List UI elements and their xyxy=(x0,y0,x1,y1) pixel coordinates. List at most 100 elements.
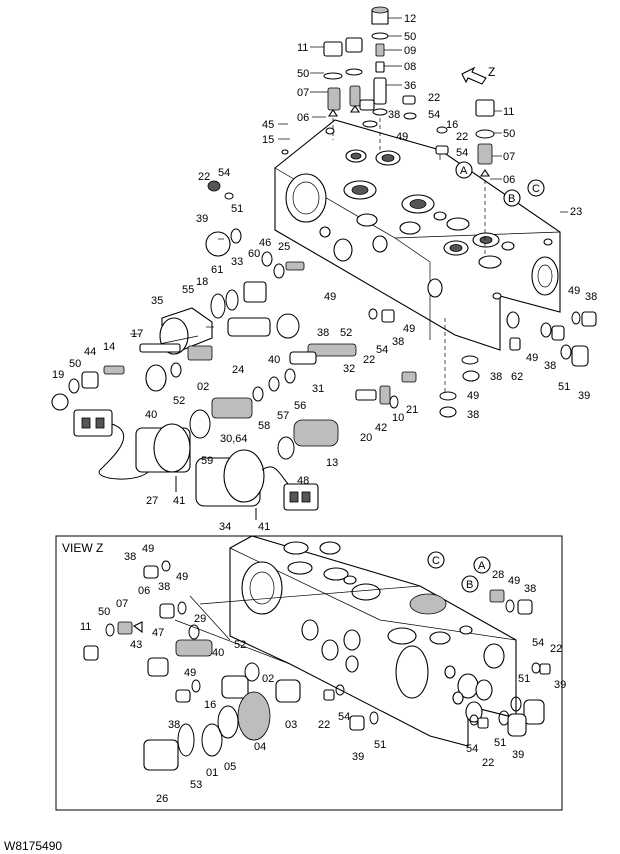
label-p22c: 22 xyxy=(198,171,210,183)
vlabel-v49d: 49 xyxy=(508,575,520,587)
label-p33: 33 xyxy=(231,256,243,268)
label-p35: 35 xyxy=(151,295,163,307)
label-p12: 12 xyxy=(404,13,416,25)
label-p55: 55 xyxy=(182,284,194,296)
label-p25: 25 xyxy=(278,241,290,253)
view-labels: VIEW Z 38 49 38 49 06 50 07 11 47 29 43 … xyxy=(62,541,566,805)
label-p45: 45 xyxy=(262,119,274,131)
vlabel-v29: 29 xyxy=(194,613,206,625)
label-p19: 19 xyxy=(52,369,64,381)
label-p22b: 22 xyxy=(456,131,468,143)
marker-c-text: C xyxy=(532,183,540,195)
vlabel-v28: 28 xyxy=(492,569,504,581)
label-p39a: 39 xyxy=(196,213,208,225)
label-p49e: 49 xyxy=(526,352,538,364)
vlabel-v16: 16 xyxy=(204,699,216,711)
vlabel-v01: 01 xyxy=(206,767,218,779)
marker-b-text: B xyxy=(508,193,515,205)
label-p49f: 49 xyxy=(467,390,479,402)
vlabel-v52: 52 xyxy=(234,639,246,651)
vlabel-v49b: 49 xyxy=(176,571,188,583)
label-p39b: 39 xyxy=(578,390,590,402)
label-p52a: 52 xyxy=(340,327,352,339)
label-p38b: 38 xyxy=(585,291,597,303)
label-p54d: 54 xyxy=(376,344,388,356)
label-p24: 24 xyxy=(232,364,244,376)
main-leader-lines xyxy=(130,17,568,335)
vlabel-v02: 02 xyxy=(262,673,274,685)
label-p60: 60 xyxy=(248,248,260,260)
direction-arrow xyxy=(461,66,487,85)
label-p07a: 07 xyxy=(297,87,309,99)
label-p48: 48 xyxy=(297,475,309,487)
label-p15: 15 xyxy=(262,134,274,146)
view-marker-c-text: C xyxy=(432,555,440,567)
label-p13: 13 xyxy=(326,457,338,469)
label-p49c: 49 xyxy=(324,291,336,303)
label-p49a: 49 xyxy=(396,131,408,143)
solenoid-assemblies xyxy=(73,409,319,520)
vlabel-v04: 04 xyxy=(254,741,266,753)
label-p40b: 40 xyxy=(145,409,157,421)
vlabel-v39b: 39 xyxy=(554,679,566,691)
vlabel-v39a: 39 xyxy=(352,751,364,763)
view-marker-a-text: A xyxy=(478,560,486,572)
label-p02: 02 xyxy=(197,381,209,393)
vlabel-v54a: 54 xyxy=(338,711,350,723)
valve-block xyxy=(274,119,561,351)
label-p08: 08 xyxy=(404,61,416,73)
view-z-leader-lines xyxy=(174,585,421,665)
label-p57: 57 xyxy=(277,410,289,422)
vlabel-v53: 53 xyxy=(190,779,202,791)
top-stack xyxy=(362,6,389,150)
vlabel-v51c: 51 xyxy=(494,737,506,749)
vlabel-v22a: 22 xyxy=(318,719,330,731)
label-p50a: 50 xyxy=(404,31,416,43)
label-p49b: 49 xyxy=(568,285,580,297)
label-p21: 21 xyxy=(406,404,418,416)
vlabel-v50: 50 xyxy=(98,606,110,618)
view-z-panel xyxy=(55,535,563,811)
label-p49d: 49 xyxy=(403,323,415,335)
label-p50c: 50 xyxy=(503,128,515,140)
label-p16a: 16 xyxy=(446,119,458,131)
label-p06a: 06 xyxy=(297,112,309,124)
label-p44: 44 xyxy=(84,346,96,358)
right-side-parts xyxy=(368,308,597,418)
vlabel-v03: 03 xyxy=(285,719,297,731)
label-p11b: 11 xyxy=(503,106,514,118)
main-exploded-view xyxy=(51,6,597,520)
label-p38a: 38 xyxy=(388,109,400,121)
vlabel-v49a: 49 xyxy=(142,543,154,555)
label-p38d: 38 xyxy=(392,336,404,348)
vlabel-v05: 05 xyxy=(224,761,236,773)
vlabel-v38a: 38 xyxy=(124,551,136,563)
vlabel-v06: 06 xyxy=(138,585,150,597)
vlabel-v38b: 38 xyxy=(158,581,170,593)
label-p11a: 11 xyxy=(297,42,308,54)
marker-a-text: A xyxy=(460,165,468,177)
view-marker-b-text: B xyxy=(466,579,473,591)
label-p40a: 40 xyxy=(268,354,280,366)
vlabel-v51a: 51 xyxy=(374,739,386,751)
label-p50d: 50 xyxy=(69,358,81,370)
label-p41a: 41 xyxy=(173,495,185,507)
markers-text: A B C Z C A B xyxy=(432,65,540,591)
label-p30-64: 30,64 xyxy=(220,433,248,445)
vlabel-v54c: 54 xyxy=(466,743,478,755)
top-left-stack xyxy=(323,37,375,140)
label-p32: 32 xyxy=(343,363,355,375)
view-title: VIEW Z xyxy=(62,541,103,555)
label-p54a: 54 xyxy=(428,109,440,121)
vlabel-v22b: 22 xyxy=(550,643,562,655)
main-labels: 12 50 09 11 08 50 36 07 22 38 54 06 45 1… xyxy=(52,13,597,533)
view-z-circle-markers xyxy=(427,551,491,593)
view-z-right-parts xyxy=(469,589,551,737)
label-p18: 18 xyxy=(196,276,208,288)
label-p23: 23 xyxy=(570,206,582,218)
vlabel-v39c: 39 xyxy=(512,749,524,761)
label-p27: 27 xyxy=(146,495,158,507)
label-p36: 36 xyxy=(404,80,416,92)
label-p50b: 50 xyxy=(297,68,309,80)
